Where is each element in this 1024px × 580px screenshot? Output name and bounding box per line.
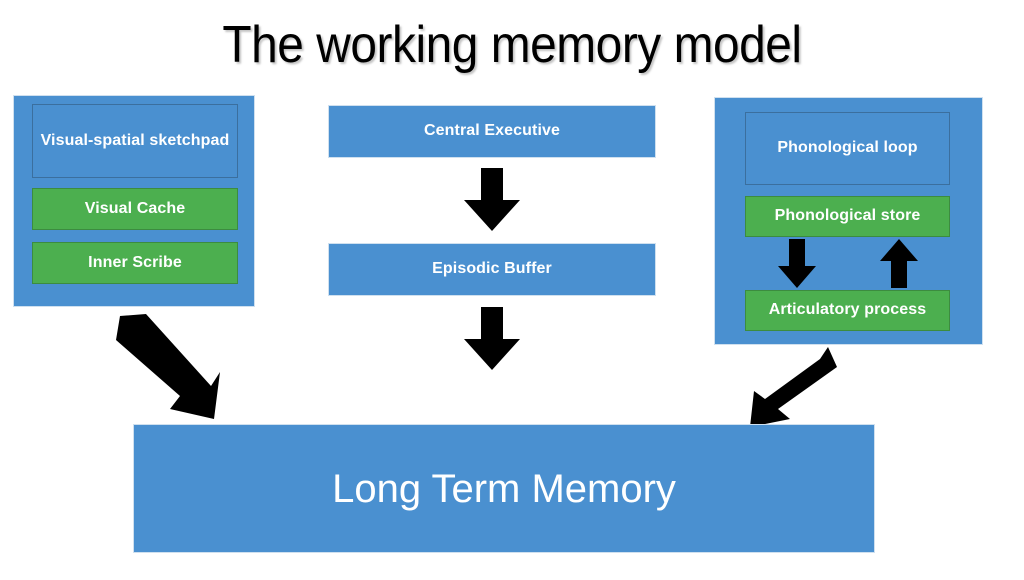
articulatory-process-box[interactable]: Articulatory process (745, 290, 950, 331)
arrow-down-episodic-to-ltm (463, 307, 521, 371)
long-term-memory-box[interactable]: Long Term Memory (133, 424, 875, 553)
arrow-diagonal-phonological-to-ltm (748, 347, 838, 429)
inner-scribe-box[interactable]: Inner Scribe (32, 242, 238, 284)
arrow-diagonal-sketchpad-to-ltm (112, 314, 222, 422)
arrow-down-central-to-episodic (463, 168, 521, 232)
central-executive-box[interactable]: Central Executive (328, 105, 656, 158)
visual-spatial-sketchpad-header[interactable]: Visual-spatial sketchpad (32, 104, 238, 178)
phonological-store-box[interactable]: Phonological store (745, 196, 950, 237)
episodic-buffer-box[interactable]: Episodic Buffer (328, 243, 656, 296)
arrow-down-store-to-articulatory (777, 239, 817, 289)
page-title: The working memory model (222, 16, 802, 74)
arrow-up-articulatory-to-store (879, 239, 919, 289)
visual-cache-box[interactable]: Visual Cache (32, 188, 238, 230)
phonological-loop-header[interactable]: Phonological loop (745, 112, 950, 185)
